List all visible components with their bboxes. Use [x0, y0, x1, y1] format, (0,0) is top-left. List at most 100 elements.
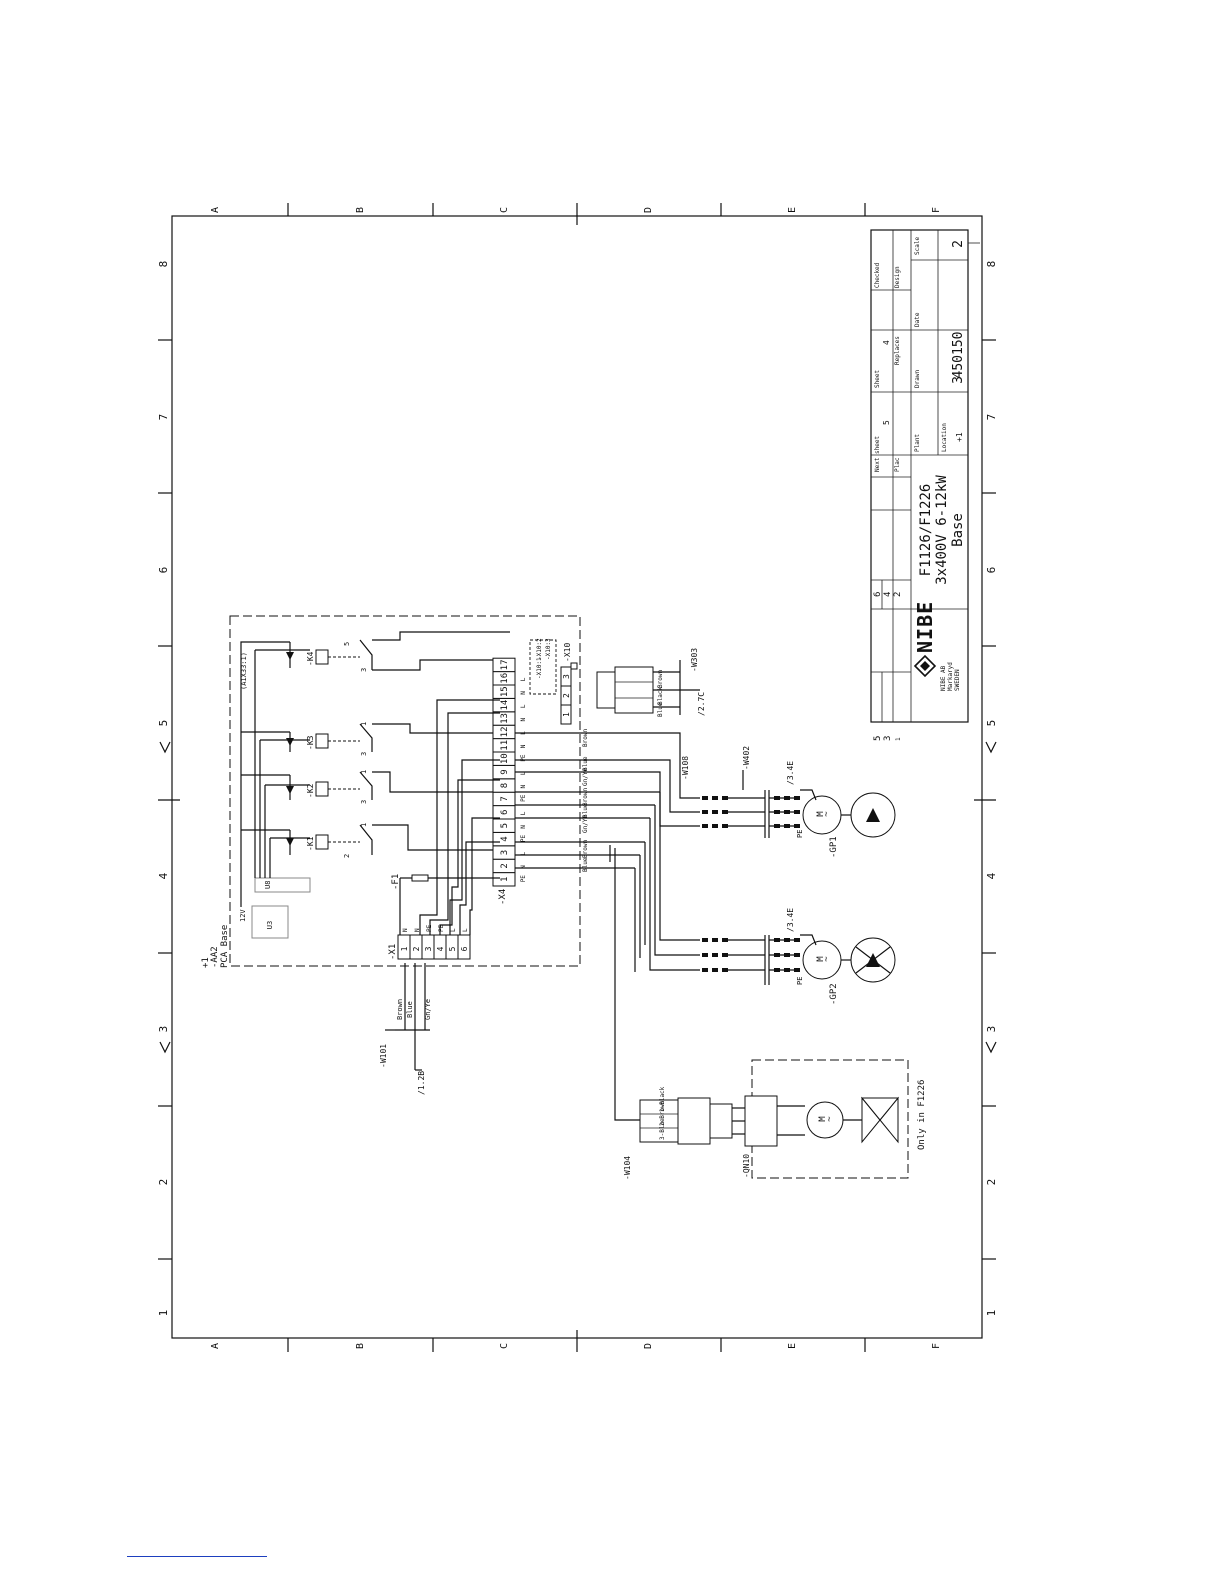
x4-terminal-number: 5 — [500, 823, 510, 828]
row-label: 2 — [157, 1179, 170, 1186]
x4-signal: PE — [520, 754, 527, 762]
plug-pin — [712, 810, 718, 814]
row-label: 4 — [157, 872, 170, 879]
x4-terminal-number: 10 — [500, 753, 510, 764]
k3-label: -K3 — [306, 735, 315, 750]
x4-signal: N — [520, 744, 527, 748]
board-label-line1: +1 — [201, 957, 211, 968]
row-label: 6 — [157, 567, 170, 574]
w303-connector: Brown Black Blue -W303 /2.7C — [596, 648, 706, 717]
col-label: C — [499, 207, 510, 213]
wire-color: Blue — [582, 857, 589, 872]
board-label: +1 -AA2 PCA Base — [201, 925, 230, 968]
col-label: D — [643, 1343, 654, 1349]
plug-pin — [712, 824, 718, 828]
x1-signal: N — [402, 928, 409, 932]
row-label: 3 — [985, 1026, 998, 1033]
x10-connector: 3 2 1 -X10 -X10:1 -X10:2 -X10:3 — [536, 638, 578, 725]
wire-color: Blue — [582, 803, 589, 818]
wire-color: Brown — [582, 729, 589, 747]
relay-k4: -K4 5 3 — [286, 631, 510, 672]
plug-pin — [702, 810, 708, 814]
u3-component — [251, 905, 289, 939]
plug-pin — [702, 796, 708, 800]
checked-label: Checked — [874, 262, 881, 288]
gp2-motor-letter: M — [816, 956, 826, 962]
wire-color: Blue — [582, 756, 589, 771]
k4-label: -K4 — [306, 651, 315, 666]
x1-signal: PE — [438, 924, 445, 932]
x10-pin: 3 — [562, 674, 571, 679]
x1-signal: L — [450, 928, 457, 932]
plug-pin — [702, 968, 708, 972]
w101-wire: Gn/Ye — [424, 999, 432, 1020]
gp1-wiring — [515, 732, 700, 869]
gp2-connector — [702, 935, 800, 985]
x4-terminal-number: 15 — [500, 686, 510, 697]
gp2-pump-motor: M ~ -GP2 /3.4E PE — [786, 908, 896, 1005]
x10-signal: -X10:2 — [536, 638, 543, 660]
revision-cell: 3 — [883, 736, 893, 741]
f1-label: -F1 — [391, 874, 401, 890]
x4-signal: N — [520, 691, 527, 695]
x4-terminal-number: 16 — [500, 673, 510, 684]
next-sheet-label: Next sheet — [874, 435, 881, 472]
row-label: 3 — [157, 1026, 170, 1033]
row-label: 1 — [157, 1310, 170, 1317]
x4-terminal-number: 7 — [500, 796, 510, 801]
k3-pin: 3 — [360, 752, 368, 756]
svg-text:~: ~ — [822, 811, 832, 817]
f1-fuse: -F1 — [391, 874, 500, 935]
row-label: 5 — [157, 720, 170, 727]
row-numbers-left: 1 2 3 4 5 6 7 8 — [157, 261, 170, 1317]
qn10-motor-letter: M — [818, 1116, 828, 1122]
plug-pin — [722, 810, 728, 814]
col-label: F — [931, 207, 942, 213]
gp2-pe: PE — [796, 977, 804, 985]
footer-link-underline[interactable] — [127, 1556, 267, 1557]
title-line-1: F1126/F1226 — [918, 484, 934, 577]
x4-terminal-number: 9 — [500, 769, 510, 774]
plug-pin — [702, 953, 708, 957]
x4-signal: PE — [520, 794, 527, 802]
frame-column-ticks — [287, 203, 866, 1352]
revision-number: 2 — [951, 240, 966, 248]
x1-terminal-number: 5 — [448, 946, 457, 951]
row-label: 4 — [985, 872, 998, 879]
col-label: C — [499, 1343, 510, 1349]
row-label: 8 — [985, 261, 998, 268]
row-label: 8 — [157, 261, 170, 268]
w101-wire: Blue — [406, 1001, 414, 1018]
k3-pin: 1 — [360, 722, 368, 726]
k1-pin: 2 — [343, 854, 351, 858]
x1-terminal-number: 2 — [412, 946, 421, 951]
revision-cell: 6 — [873, 592, 883, 597]
relay-k3: -K3 1 3 — [286, 722, 500, 756]
scale-label: Scale — [914, 237, 921, 255]
x4-terminal-number: 17 — [500, 659, 510, 670]
ref-2-7c: /2.7C — [697, 692, 706, 716]
w303-wire: Black — [657, 687, 664, 705]
row-label: 7 — [157, 414, 170, 421]
w101-wire: Brown — [396, 999, 404, 1020]
x4-signal: N — [520, 825, 527, 829]
k2-pin: 3 — [360, 800, 368, 804]
u3-label: U3 — [266, 921, 274, 929]
x4-signal: L — [520, 852, 527, 856]
orientation-arrows — [159, 741, 997, 1054]
qn10-wire: 2-Brown — [659, 1100, 666, 1126]
title-block: 5 3 1 6 4 2 NIBE NIBE AB Markaryd SWEDEN… — [870, 229, 980, 741]
x1-signal: N — [414, 928, 421, 932]
plug-pin — [722, 796, 728, 800]
x4-signal: N — [520, 785, 527, 789]
k2-label: -K2 — [306, 783, 315, 798]
nibe-logo: NIBE — [913, 601, 937, 678]
qn10-valve: M ~ Only in F1226 — [806, 1080, 927, 1150]
title-line-3: Base — [950, 513, 966, 547]
drawing-border — [171, 215, 983, 1339]
relay-k1: -K1 1 2 — [286, 823, 500, 858]
x4-terminal-number: 1 — [500, 877, 510, 882]
x4-terminal-number: 8 — [500, 783, 510, 788]
plug-pin — [702, 938, 708, 942]
x4-terminal — [492, 657, 516, 673]
